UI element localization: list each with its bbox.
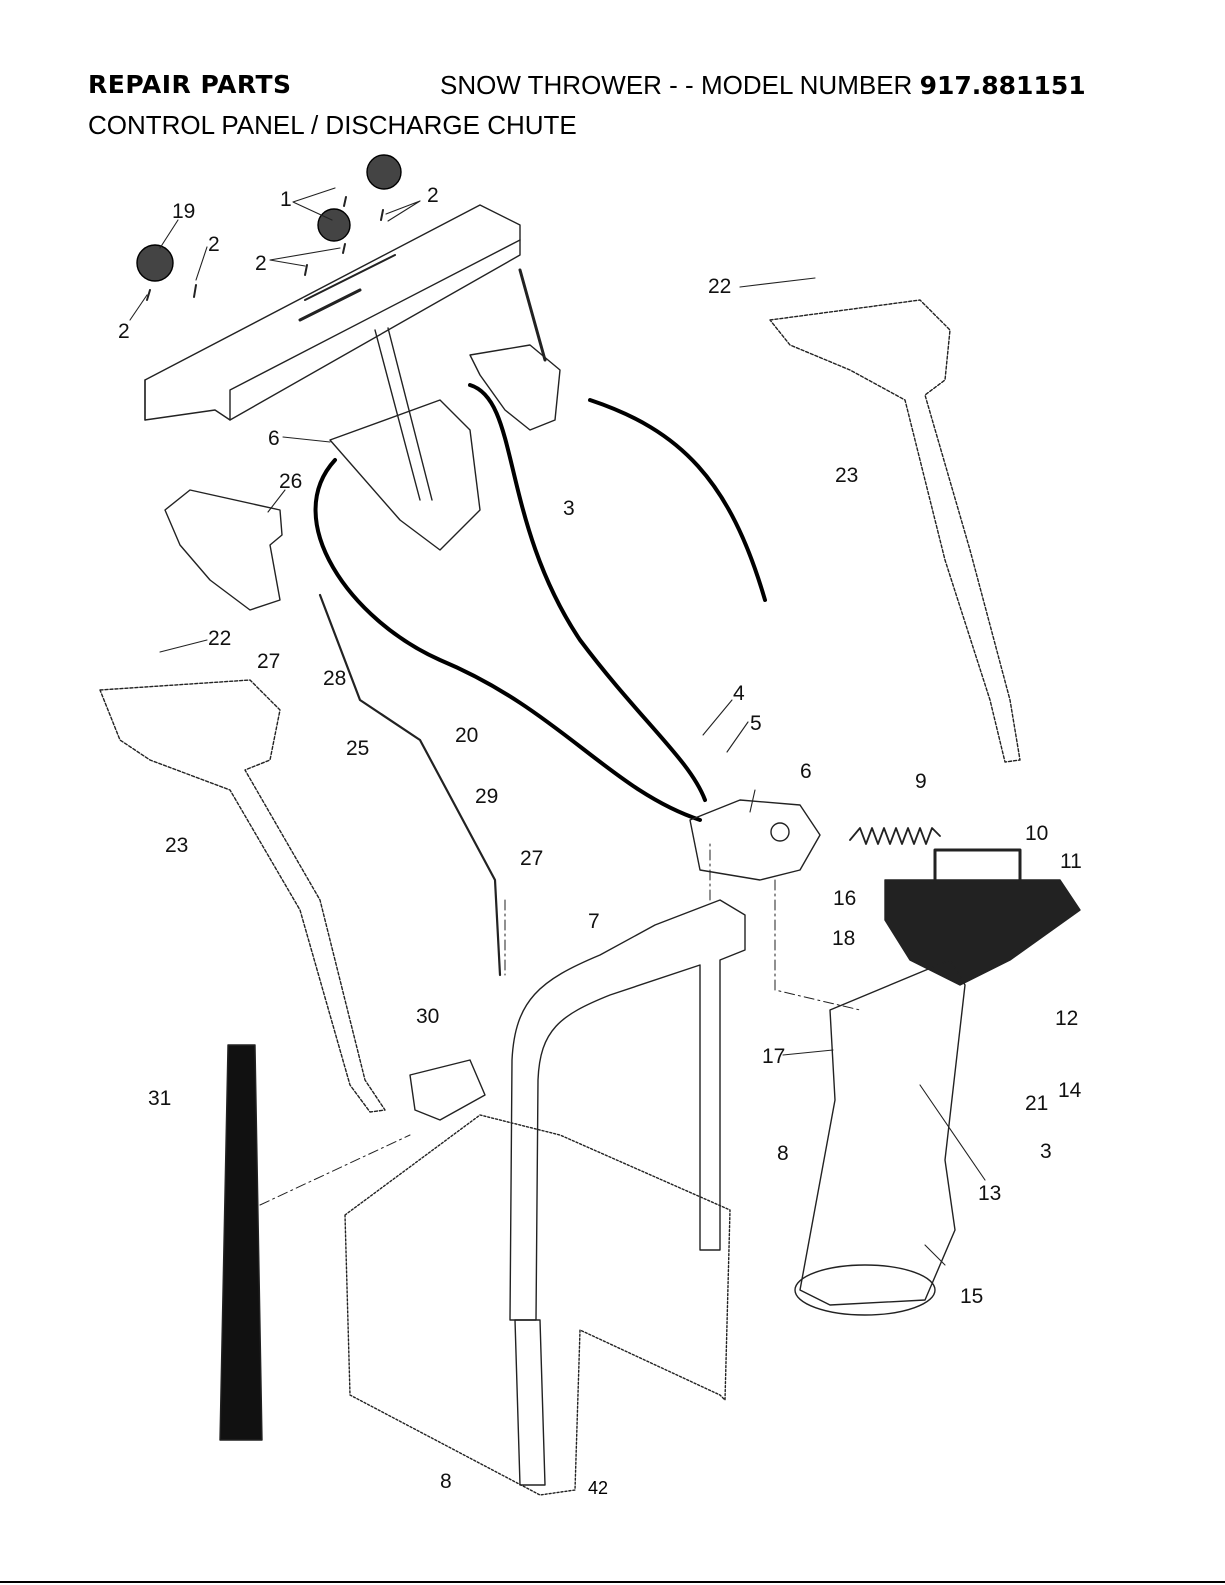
bottom-rule [0,1581,1225,1583]
callout-5: 5 [750,712,762,735]
callout-26: 26 [279,470,302,493]
callout-25: 25 [346,737,369,760]
cable-b [470,385,705,800]
callout-11: 11 [1060,850,1082,873]
callout-3: 3 [563,497,575,520]
shift-plate-6 [330,400,480,550]
callout-1: 1 [280,188,292,211]
callout-22: 22 [708,275,731,298]
callout-9: 9 [915,770,927,793]
callout-8: 8 [777,1142,789,1165]
callout-22: 22 [208,627,231,650]
cable-a [316,460,700,820]
callout-17: 17 [762,1045,785,1068]
spring-9 [850,828,940,844]
deflector-16 [885,880,1080,985]
callout-13: 13 [978,1182,1001,1205]
callout-29: 29 [475,785,498,808]
callout-4: 4 [733,682,745,705]
callout-6: 6 [268,427,280,450]
callout-7: 7 [588,910,600,933]
callout-23: 23 [165,834,188,857]
knob-1b [318,209,350,241]
callout-2: 2 [118,320,130,343]
callout-18: 18 [832,927,855,950]
callout-19: 19 [172,200,195,223]
rod-28-29 [320,595,500,975]
callout-2: 2 [427,184,439,207]
clip-30 [410,1060,485,1120]
page-number: 42 [588,1478,608,1499]
callout-8: 8 [440,1470,452,1493]
callout-14: 14 [1058,1079,1082,1102]
callout-23: 23 [835,464,858,487]
crank-31 [220,1045,262,1440]
right-handle [770,300,1020,762]
callout-3: 3 [1040,1140,1052,1163]
chute-15 [800,960,965,1305]
knob-19 [137,245,173,281]
callout-12: 12 [1055,1007,1078,1030]
callout-27: 27 [520,847,543,870]
bracket-3 [470,345,560,430]
cable-c [590,400,765,600]
callout-10: 10 [1025,822,1048,845]
support-7 [510,900,745,1320]
bracket-26 [165,490,282,610]
callout-27: 27 [257,650,280,673]
callout-28: 28 [323,667,346,690]
callout-16: 16 [833,887,856,910]
callout-2: 2 [255,252,267,275]
callout-6: 6 [800,760,812,783]
knob-1a [367,155,401,189]
callout-21: 21 [1025,1092,1048,1115]
callout-2: 2 [208,233,220,256]
callout-30: 30 [416,1005,439,1028]
callout-31: 31 [148,1087,171,1110]
chute-bracket-6 [690,800,820,880]
callout-15: 15 [960,1285,983,1308]
callout-20: 20 [455,724,478,747]
